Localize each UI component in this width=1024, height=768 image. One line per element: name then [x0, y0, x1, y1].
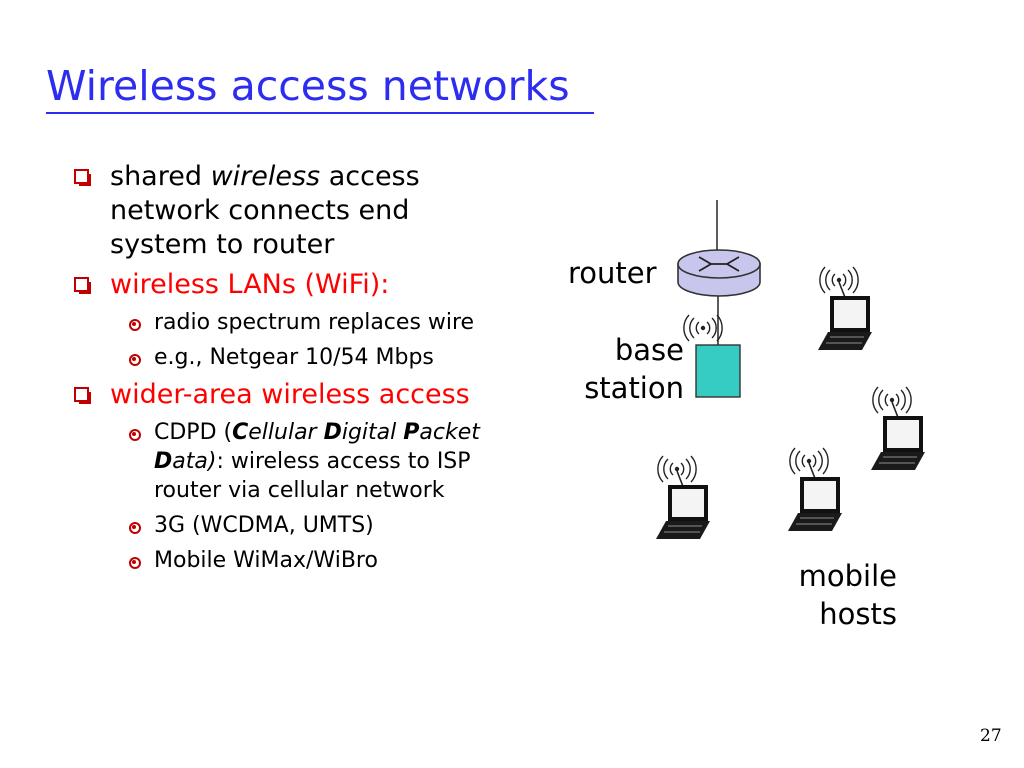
sub-bullet-text: 3G (WCDMA, UMTS) [154, 513, 374, 538]
base-label-line1: base [614, 333, 684, 367]
square-bullet-icon [74, 169, 91, 186]
mobile-label-line2: hosts [819, 597, 897, 631]
sub-bullet-cdpd: CDPD (Cellular Digital Packet Data): wir… [70, 418, 510, 505]
cdpd-b3: D [323, 420, 342, 445]
circle-bullet-icon [129, 354, 141, 366]
circle-bullet-icon [129, 429, 141, 441]
sub-bullet: e.g., Netgear 10/54 Mbps [70, 343, 510, 372]
sub-bullet: radio spectrum replaces wire [70, 308, 510, 337]
bullet-text-em: wireless [210, 161, 321, 192]
sub-bullet-text: Mobile WiMax/WiBro [154, 548, 378, 573]
laptop-icon [871, 387, 925, 470]
bullet-text: wireless LANs (WiFi): [110, 269, 390, 300]
title-underline [46, 112, 594, 114]
circle-bullet-icon [129, 319, 141, 331]
bullet-list: shared wireless access network connects … [70, 160, 510, 581]
cdpd-c: : wireless access to ISP router via cell… [154, 449, 471, 503]
circle-bullet-icon [129, 522, 141, 534]
cdpd-b5: P [403, 420, 420, 445]
bullet-text-pre: shared [110, 161, 211, 192]
sub-bullet-text: radio spectrum replaces wire [154, 310, 475, 335]
base-station-icon [683, 314, 741, 398]
router-icon [677, 249, 761, 297]
mobile-label-line1: mobile [798, 559, 897, 593]
cdpd-b7: D [154, 449, 173, 474]
bullet-wider-area: wider-area wireless access [70, 378, 510, 412]
mobile-hosts-label: mobile hosts [799, 557, 897, 633]
sub-bullet-list: radio spectrum replaces wire e.g., Netge… [70, 308, 510, 372]
cdpd-a: CDPD ( [154, 420, 233, 445]
sub-bullet-list: CDPD (Cellular Digital Packet Data): wir… [70, 418, 510, 575]
bullet-text-post: access network connects end system to ro… [110, 161, 420, 260]
laptop-icon [818, 267, 872, 350]
page-number: 27 [980, 726, 1002, 746]
cdpd-b4: igital [341, 420, 404, 445]
sub-bullet: Mobile WiMax/WiBro [70, 546, 510, 575]
square-bullet-icon [74, 387, 91, 404]
circle-bullet-icon [129, 557, 141, 569]
cdpd-b2: ellular [248, 420, 324, 445]
base-label-line2: station [584, 371, 684, 405]
cdpd-b1: C [232, 420, 249, 445]
laptop-icon [788, 448, 842, 531]
slide-title: Wireless access networks [46, 62, 570, 110]
laptop-icon [656, 456, 710, 539]
square-bullet-icon [74, 277, 91, 294]
base-station-label: base station [584, 331, 684, 407]
bullet-shared-wireless: shared wireless access network connects … [70, 160, 510, 262]
bullet-wireless-lans: wireless LANs (WiFi): [70, 268, 510, 302]
cdpd-b6: acket [419, 420, 480, 445]
sub-bullet-text: e.g., Netgear 10/54 Mbps [154, 345, 434, 370]
bullet-text: wider-area wireless access [110, 379, 470, 410]
router-label: router [568, 256, 657, 290]
sub-bullet: 3G (WCDMA, UMTS) [70, 511, 510, 540]
cdpd-b8: ata) [172, 449, 217, 474]
